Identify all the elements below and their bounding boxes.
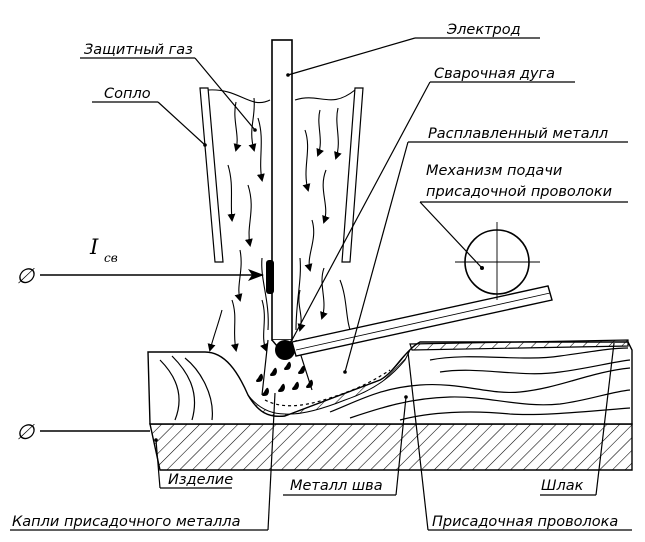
labels: Электрод Защитный газ Сопло Сварочная ду… [12, 22, 618, 530]
arc-and-droplets [256, 339, 313, 396]
label-feed-mechanism-1: Механизм подачи [426, 163, 562, 179]
workpiece-upper [147, 341, 633, 425]
terminal-bottom: ∅ [16, 420, 36, 444]
label-filler-droplets: Капли присадочного металла [12, 514, 240, 530]
terminal-top: ∅ [16, 264, 36, 288]
label-workpiece: Изделие [168, 472, 233, 488]
label-slag: Шлак [541, 478, 584, 494]
label-nozzle: Сопло [104, 86, 151, 102]
molten-drop [275, 340, 295, 360]
feed-roller [455, 222, 540, 300]
current-label: I [89, 235, 99, 259]
filler-wire [291, 285, 553, 357]
label-molten-metal: Расплавленный металл [428, 126, 608, 142]
label-filler-wire: Присадочная проволока [432, 514, 618, 530]
weld-bead [247, 349, 411, 417]
label-weld-metal: Металл шва [290, 478, 383, 494]
workpiece-base [149, 423, 633, 471]
label-welding-arc: Сварочная дуга [434, 66, 555, 82]
current-subscript: св [104, 251, 118, 265]
workpiece [147, 339, 633, 471]
label-shielding-gas: Защитный газ [84, 42, 193, 58]
label-electrode: Электрод [446, 22, 521, 38]
shielding-gas-flow [207, 97, 354, 352]
current-terminals: ∅ ∅ I св [16, 235, 264, 444]
leader-lines [10, 37, 632, 531]
filler-droplets [256, 361, 313, 396]
nozzle [199, 87, 364, 263]
electrode [266, 39, 293, 354]
label-feed-mechanism-2: присадочной проволоки [426, 184, 612, 200]
slag-layer [409, 339, 629, 351]
